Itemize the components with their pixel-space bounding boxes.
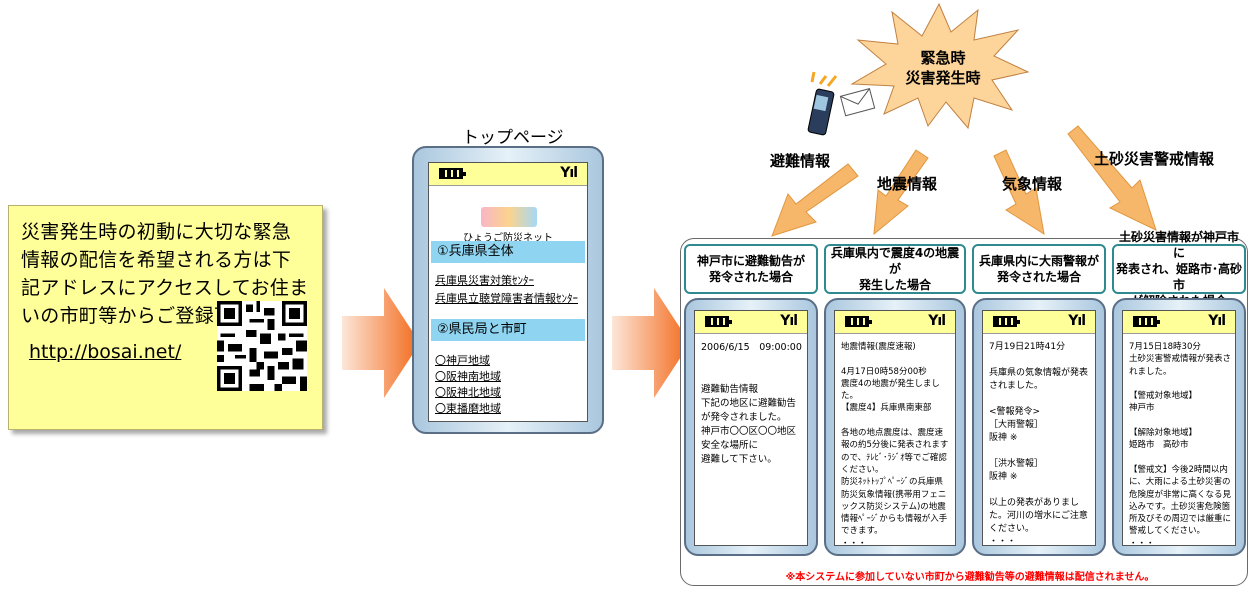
case-phone-evacuation: ıl 2006/6/15 09:00:00 避難勧告情報 下記の地区に避難勧告が…: [684, 298, 818, 556]
link-hearing-center[interactable]: 兵庫県立聴覚障害者情報ｾﾝﾀｰ: [435, 292, 578, 305]
battery-icon: [845, 316, 872, 327]
arrow-landslide: [1067, 125, 1157, 231]
orange-arrow-2: [612, 288, 690, 398]
bosai-url-link[interactable]: http://bosai.net/: [29, 341, 182, 363]
logo-image: [481, 207, 537, 227]
case-phone-landslide: ıl 7月15日18時30分 土砂災害警戒情報が発表されました。 【警戒対象地域…: [1112, 298, 1246, 556]
phone-screen: ıl ひょうご防災ネット ①兵庫県全体 兵庫県災害対策ｾﾝﾀｰ 兵庫県立聴覚障害…: [428, 162, 588, 422]
case-header-evacuation: 神戸市に避難勧告が 発令された場合: [684, 244, 818, 294]
phone-screen: ıl 7月19日21時41分 兵庫県の気象情報が発表されました。 <警報発令> …: [982, 310, 1096, 547]
top-page-title: トップページ: [462, 128, 564, 148]
intro-box: 災害発生時の初動に大切な緊急情報の配信を希望される方は下記アドレスにアクセスして…: [8, 205, 323, 430]
case-phone-earthquake: ıl 地震情報(震度速報) 4月17日0時58分00秒 震度4の地震が発生しまし…: [824, 298, 966, 556]
link-disaster-center[interactable]: 兵庫県災害対策ｾﾝﾀｰ: [435, 274, 534, 287]
top-page-phone: ıl ひょうご防災ネット ①兵庫県全体 兵庫県災害対策ｾﾝﾀｰ 兵庫県立聴覚障害…: [412, 146, 604, 434]
message-text: 2006/6/15 09:00:00 避難勧告情報 下記の地区に避難勧告が発令さ…: [701, 342, 802, 465]
arrow-evacuation: [771, 163, 859, 237]
section-regions[interactable]: ②県民局と市町: [431, 319, 585, 341]
label-earthquake-info: 地震情報: [877, 175, 938, 193]
arrow-weather: [993, 149, 1045, 236]
emergency-burst: [850, 2, 1030, 130]
link-hanshin-north[interactable]: 〇阪神北地域: [435, 386, 501, 399]
label-weather-info: 気象情報: [1002, 175, 1063, 193]
arrow-earthquake: [873, 149, 929, 236]
battery-icon: [705, 316, 732, 327]
phone-screen: ıl 7月15日18時30分 土砂災害警戒情報が発表されました。 【警戒対象地域…: [1122, 310, 1236, 549]
signal-icon: ıl: [1208, 313, 1226, 329]
message-text: 7月15日18時30分 土砂災害警戒情報が発表されました。 【警戒対象地域】 神…: [1129, 342, 1232, 549]
burst-text: 緊急時 災害発生時: [905, 49, 981, 87]
qr-code: [217, 301, 307, 391]
orange-arrow-1: [342, 288, 420, 398]
case-phone-rain: ıl 7月19日21時41分 兵庫県の気象情報が発表されました。 <警報発令> …: [972, 298, 1106, 556]
mobile-phone-mail-icon: [807, 71, 876, 136]
status-bar: ıl: [695, 311, 807, 334]
message-text: 地震情報(震度速報) 4月17日0時58分00秒 震度4の地震が発生しました。 …: [841, 342, 949, 549]
system-notice: ※本システムに参加していない市町から避難勧告等の避難情報は配信されません。: [785, 572, 1155, 583]
case-header-earthquake: 兵庫県内で震度4の地震が 発生した場合: [824, 244, 966, 294]
link-kobe[interactable]: 〇神戸地域: [435, 354, 490, 367]
signal-icon: ıl: [928, 313, 946, 329]
section-prefecture[interactable]: ①兵庫県全体: [431, 241, 585, 263]
message-text: 7月19日21時41分 兵庫県の気象情報が発表されました。 <警報発令> ［大雨…: [989, 342, 1089, 547]
signal-icon: ıl: [1068, 313, 1086, 329]
status-bar: ıl: [835, 311, 955, 334]
status-bar: ıl: [983, 311, 1095, 334]
signal-icon: ıl: [560, 165, 578, 181]
status-bar: ıl: [1123, 311, 1235, 334]
intro-text: 災害発生時の初動に大切な緊急情報の配信を希望される方は下記アドレスにアクセスして…: [21, 221, 309, 327]
link-higashi-harima[interactable]: 〇東播磨地域: [435, 402, 501, 415]
battery-icon: [1133, 316, 1160, 327]
battery-icon: [993, 316, 1020, 327]
case-header-rain: 兵庫県内に大雨警報が 発令された場合: [972, 244, 1106, 294]
link-hanshin-south[interactable]: 〇阪神南地域: [435, 370, 501, 383]
logo-text: ひょうご防災ネット: [463, 233, 553, 244]
phone-screen: ıl 2006/6/15 09:00:00 避難勧告情報 下記の地区に避難勧告が…: [694, 310, 808, 546]
label-evacuation-info: 避難情報: [770, 152, 831, 170]
signal-icon: ıl: [780, 313, 798, 329]
case-header-landslide: 土砂災害情報が神戸市に 発表され、姫路市･高砂市 が解除された場合: [1112, 230, 1246, 308]
phone-screen: ıl 地震情報(震度速報) 4月17日0時58分00秒 震度4の地震が発生しまし…: [834, 310, 956, 549]
battery-icon: [439, 168, 466, 179]
status-bar: ıl: [429, 163, 587, 186]
label-landslide-info: 土砂災害警戒情報: [1094, 150, 1215, 168]
